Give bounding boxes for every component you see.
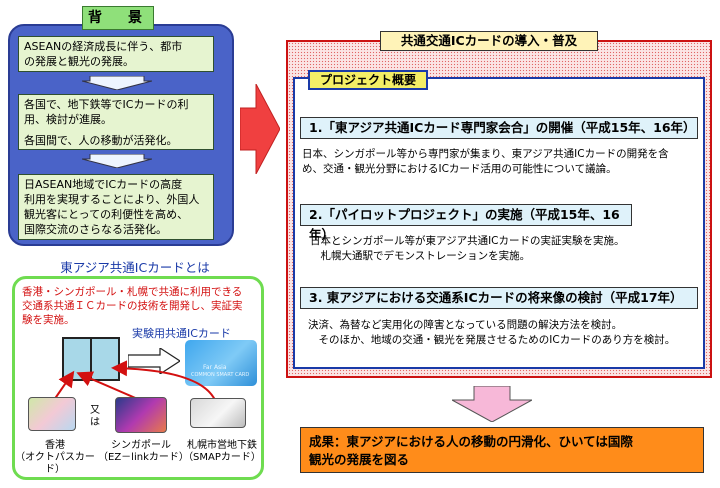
project-item-2-line: 日本とシンガポール等が東アジア共通ICカードの実証実験を実施。 <box>310 235 625 247</box>
experiment-card-text: COMMON SMART CARD <box>191 372 250 378</box>
down-arrow-icon <box>452 386 532 422</box>
ic-card-description: 香港・シンガポール・札幌で共通に利用できる 交通系共通ＩＣカードの技術を開発し、… <box>22 285 258 327</box>
experiment-card-label: 実験用共通ICカード <box>132 327 231 340</box>
arrow-hk <box>53 370 75 401</box>
smap-card <box>190 398 246 428</box>
right-arrow-icon <box>128 348 180 374</box>
card-caption-hk: 香港 （オクトパスカード） <box>12 440 98 476</box>
project-item-1-line: 日本、シンガポール等から専門家が集まり、東アジア共通ICカードの開発を含 <box>302 148 669 160</box>
background-box-3-line: 利用を実現することにより、外国人 <box>24 193 200 206</box>
background-box-3-line: 日ASEAN地域でICカードの高度 <box>24 178 183 191</box>
background-box-1-line: ASEANの経済成長に伴う、都市 <box>24 40 183 53</box>
card-caption-sub: （SMAPカード） <box>183 452 261 463</box>
experiment-card-text: Far Asia <box>203 364 227 371</box>
card-caption-name: シンガポール <box>111 440 171 451</box>
background-box-2: 各国で、地下鉄等でICカードの利 用、検討が進展。 各国間で、人の移動が活発化。 <box>18 94 214 150</box>
octopus-card <box>28 397 76 431</box>
project-item-3-line: 決済、為替など実用化の障害となっている問題の解決方法を検討。 <box>308 319 623 331</box>
project-item-2-body: 日本とシンガポール等が東アジア共通ICカードの実証実験を実施。 札幌大通駅でデモ… <box>310 234 700 264</box>
ic-card-description-line: 香港・シンガポール・札幌で共通に利用できる <box>22 286 243 298</box>
ic-card-description-line: 験を実施。 <box>22 314 75 326</box>
project-item-3-body: 決済、為替など実用化の障害となっている問題の解決方法を検討。 そのほか、地域の交… <box>308 318 704 348</box>
main-title: 共通交通ICカードの導入・普及 <box>380 31 598 51</box>
project-item-2-line: 札幌大通駅でデモンストレーションを実施。 <box>310 250 531 262</box>
project-item-1-heading: 1.「東アジア共通ICカード専門家会合」の開催（平成15年、16年） <box>300 117 698 139</box>
card-caption-name: 札幌市営地下鉄 <box>187 440 257 451</box>
project-item-1-body: 日本、シンガポール等から専門家が集まり、東アジア共通ICカードの開発を含 め、交… <box>302 147 702 177</box>
result-box: 成果：東アジアにおける人の移動の円滑化、ひいては国際 観光の発展を図る <box>300 427 704 473</box>
project-item-2-heading: 2.「パイロットプロジェクト」の実施（平成15年、16年） <box>300 204 632 242</box>
background-box-1-line: の発展と観光の発展。 <box>24 55 134 68</box>
ic-card-description-line: 交通系共通ＩＣカードの技術を開発し、実証実 <box>22 300 243 312</box>
background-box-3-line: 観光客にとっての利便性を高め、 <box>24 208 189 221</box>
or-label: 又は <box>90 405 100 428</box>
ez-link-card <box>115 397 167 433</box>
project-title: プロジェクト概要 <box>308 70 428 90</box>
card-caption-name: 香港 <box>45 440 65 451</box>
arrow-sapporo <box>111 360 216 401</box>
right-arrow-icon <box>240 84 280 174</box>
background-box-1: ASEANの経済成長に伴う、都市 の発展と観光の発展。 <box>18 36 214 72</box>
card-caption-sub: （EZ－linkカード） <box>98 452 189 463</box>
project-item-1-line: め、交通・観光分野におけるICカード活用の可能性について議論。 <box>302 163 617 175</box>
background-box-2-line: 用、検討が進展。 <box>24 113 112 126</box>
ic-card-heading: 東アジア共通ICカードとは <box>60 260 210 275</box>
card-caption-sub: （オクトパスカード） <box>15 452 95 475</box>
result-line: 観光の発展を図る <box>309 452 410 467</box>
project-item-3-heading: 3. 東アジアにおける交通系ICカードの将来像の検討（平成17年） <box>300 287 698 309</box>
background-box-3-line: 国際交流のさらなる活発化。 <box>24 223 167 236</box>
background-box-3: 日ASEAN地域でICカードの高度 利用を実現することにより、外国人 観光客にと… <box>18 174 214 240</box>
experiment-card: Far Asia COMMON SMART CARD <box>185 340 257 386</box>
background-title: 背 景 <box>82 6 154 30</box>
arrow-sg <box>76 371 141 401</box>
project-item-3-line: そのほか、地域の交通・観光を発展させるためのICカードのあり方を検討。 <box>308 334 676 346</box>
result-line: 成果：東アジアにおける人の移動の円滑化、ひいては国際 <box>309 434 633 449</box>
card-caption-sapporo: 札幌市営地下鉄 （SMAPカード） <box>180 440 264 464</box>
card-reader-divider <box>90 339 92 379</box>
card-arrows <box>53 360 216 401</box>
card-caption-sg: シンガポール （EZ－linkカード） <box>98 440 189 464</box>
background-box-2-line: 各国間で、人の移動が活発化。 <box>24 134 178 147</box>
background-box-2-line: 各国で、地下鉄等でICカードの利 <box>24 98 189 111</box>
down-arrow-icon <box>82 154 152 168</box>
down-arrow-icon <box>82 76 152 90</box>
